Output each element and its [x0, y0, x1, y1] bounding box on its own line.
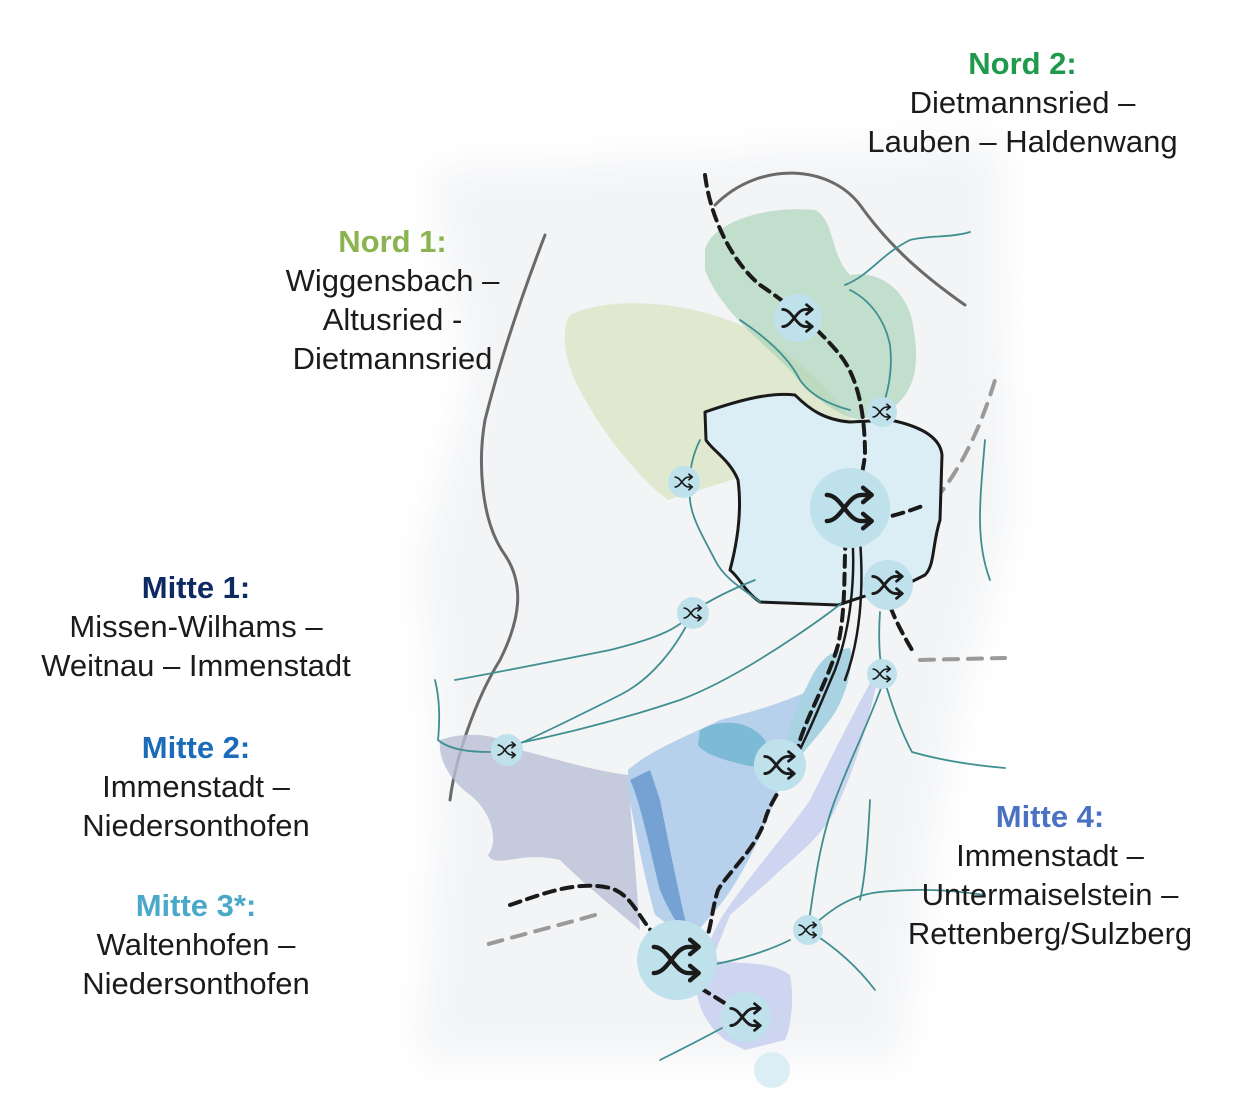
node-west[interactable] — [668, 466, 700, 498]
railway-main-north — [703, 173, 868, 514]
label-nord2: Nord 2: Dietmannsried – Lauben – Haldenw… — [840, 44, 1205, 161]
roads — [448, 171, 967, 802]
label-mitte3-line-1: Waltenhofen – — [96, 927, 296, 962]
node-waltenhofen[interactable] — [637, 920, 717, 1000]
node-bottom-partial — [754, 1052, 790, 1088]
stream-8 — [878, 611, 1006, 769]
road-west — [448, 233, 547, 802]
area-mitte1 — [439, 734, 640, 930]
label-nord1-heading: Nord 1: — [338, 224, 447, 259]
node-immenstadt[interactable] — [810, 468, 890, 548]
node-southeast-small[interactable] — [867, 659, 897, 689]
railway-secondary — [790, 528, 863, 767]
stream-6 — [504, 614, 693, 751]
stream-7 — [509, 599, 846, 746]
label-nord1-line-1: Wiggensbach – — [285, 263, 500, 298]
area-mitte3-top — [698, 722, 767, 767]
label-mitte3: Mitte 3*: Waltenhofen – Niedersonthofen — [40, 886, 352, 1003]
node-mitte4-small[interactable] — [793, 915, 823, 945]
stream-15 — [807, 679, 885, 929]
node-nord2[interactable] — [774, 294, 822, 342]
label-nord2-heading: Nord 2: — [968, 46, 1077, 81]
stream-13 — [659, 1027, 723, 1061]
stream-14 — [859, 799, 871, 901]
label-mitte4-line-1: Immenstadt – — [956, 838, 1144, 873]
stream-12 — [709, 939, 791, 966]
label-nord1: Nord 1: Wiggensbach – Altusried - Dietma… — [250, 222, 535, 378]
stream-16 — [979, 439, 991, 581]
stream-9 — [434, 679, 491, 753]
label-mitte2-heading: Mitte 2: — [141, 730, 251, 765]
road-north — [713, 171, 967, 307]
area-mitte4 — [696, 665, 880, 1050]
label-mitte4: Mitte 4: Immenstadt – Untermaiselstein –… — [880, 797, 1220, 953]
label-mitte1-heading: Mitte 1: — [141, 570, 251, 605]
roads-dashed — [483, 378, 1007, 947]
stream-10 — [807, 888, 986, 931]
node-south[interactable] — [721, 992, 771, 1042]
railway-branch-southwest — [508, 883, 667, 947]
node-east[interactable] — [863, 560, 913, 610]
railway-line-solid-1 — [790, 528, 855, 767]
label-nord2-line-1: Dietmannsried – — [909, 85, 1136, 120]
label-mitte4-heading: Mitte 4: — [995, 799, 1105, 834]
railway-line-solid-2 — [843, 538, 863, 682]
streams — [434, 231, 1006, 1061]
label-nord2-line-2: Lauben – Haldenwang — [867, 124, 1178, 159]
stream-2 — [739, 319, 851, 411]
label-mitte1-line-1: Missen-Wilhams – — [69, 609, 323, 644]
stream-5 — [454, 579, 756, 681]
label-mitte1: Mitte 1: Missen-Wilhams – Weitnau – Imme… — [20, 568, 372, 685]
label-nord1-line-2: Altusried - — [322, 302, 463, 337]
label-mitte3-line-2: Niedersonthofen — [82, 966, 310, 1001]
label-mitte4-line-3: Rettenberg/Sulzberg — [907, 916, 1193, 951]
label-nord1-line-3: Dietmannsried — [292, 341, 493, 376]
label-mitte2-line-1: Immenstadt – — [102, 769, 290, 804]
label-mitte3-heading: Mitte 3*: — [135, 888, 257, 923]
label-mitte2-line-2: Niedersonthofen — [82, 808, 310, 843]
label-mitte1-line-2: Weitnau – Immenstadt — [41, 648, 351, 683]
node-north-small[interactable] — [867, 397, 897, 427]
area-mitte2-core — [630, 770, 690, 940]
node-mitte1[interactable] — [677, 597, 709, 629]
node-mitte2[interactable] — [754, 739, 806, 791]
road-dashed-southeast — [918, 656, 1007, 662]
stream-1 — [844, 231, 971, 286]
road-dashed-southwest — [483, 913, 597, 947]
label-mitte4-line-2: Untermaiselstein – — [921, 877, 1179, 912]
stream-3 — [849, 289, 892, 413]
road-dashed-east — [933, 378, 997, 502]
node-southwest-small[interactable] — [491, 734, 523, 766]
label-mitte2: Mitte 2: Immenstadt – Niedersonthofen — [40, 728, 352, 845]
